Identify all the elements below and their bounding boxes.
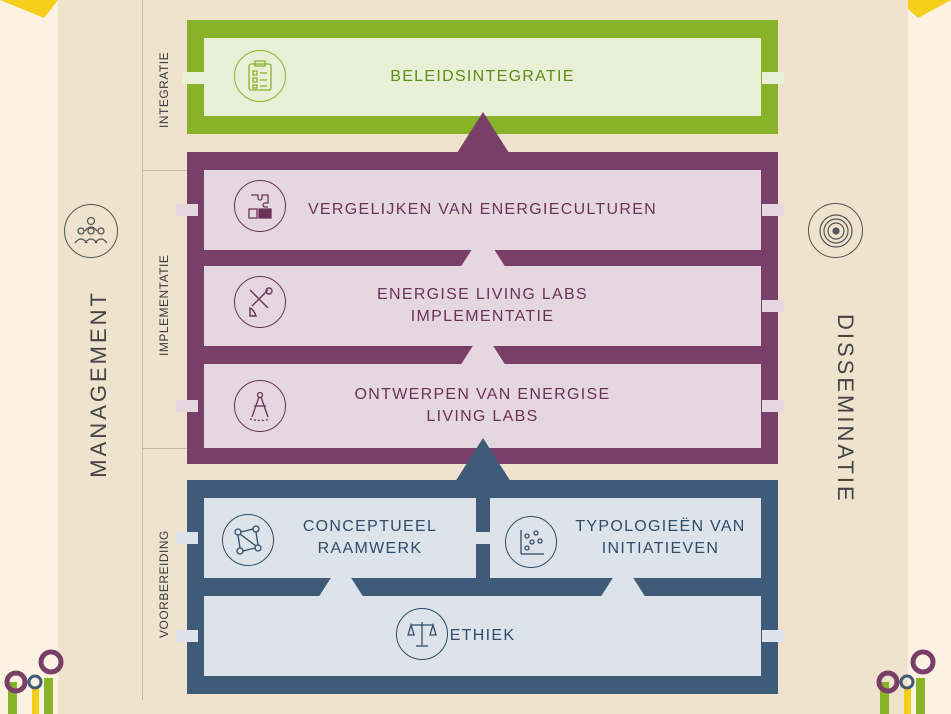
logo-icon	[876, 649, 936, 714]
network-icon	[222, 514, 274, 566]
box-ontwerpen: ONTWERPEN VAN ENERGISE LIVING LABS	[204, 364, 761, 448]
clipboard-checklist-icon	[234, 50, 286, 102]
scales-icon	[396, 608, 448, 660]
connector-tick	[762, 400, 784, 412]
box-label-line2: IMPLEMENTATIE	[410, 308, 555, 325]
stage-separator	[142, 170, 187, 171]
box-label: BELEIDSINTEGRATIE	[390, 68, 575, 85]
connector-tick	[473, 532, 493, 544]
stage-strip-divider	[142, 0, 143, 700]
connector-tick	[176, 532, 198, 544]
arrow-up-internal	[460, 232, 506, 268]
stage-label-implementatie: IMPLEMENTATIE	[157, 254, 171, 356]
logo-icon	[4, 649, 64, 714]
connector-tick	[762, 630, 784, 642]
scatter-icon	[505, 516, 557, 568]
arrow-up-internal	[460, 330, 506, 366]
stage-separator	[142, 448, 187, 449]
corner-accent-right	[898, 0, 951, 18]
stage-label-voorbereiding: VOORBEREIDING	[157, 530, 171, 638]
box-label-line2: RAAMWERK	[317, 540, 423, 557]
arrow-up-internal	[600, 562, 646, 598]
box-label: ETHIEK	[449, 627, 516, 644]
disseminatie-label: DISSEMINATIE	[833, 314, 858, 504]
tools-icon	[234, 276, 286, 328]
box-label-line1: TYPOLOGIEËN VAN	[575, 518, 746, 535]
box-label-line2: LIVING LABS	[426, 408, 539, 425]
arrow-up-internal	[318, 562, 364, 598]
connector-tick	[176, 630, 198, 642]
arrow-up-to-integration	[455, 112, 511, 156]
disc-icon	[808, 203, 863, 258]
management-label: MANAGEMENT	[86, 290, 111, 478]
connector-tick	[176, 400, 198, 412]
connector-tick	[182, 72, 204, 84]
box-label-line1: ONTWERPEN VAN ENERGISE	[354, 386, 611, 403]
connector-tick	[176, 204, 198, 216]
connector-tick	[762, 300, 784, 312]
connector-tick	[762, 72, 784, 84]
box-beleidsintegratie: BELEIDSINTEGRATIE	[204, 38, 761, 116]
box-label-line1: ENERGISE LIVING LABS	[377, 286, 588, 303]
box-label-line1: CONCEPTUEEL	[302, 518, 438, 535]
corner-accent-left	[0, 0, 58, 18]
arrow-up-to-implementation	[455, 438, 511, 482]
people-group-icon	[64, 204, 118, 258]
box-label-line2: INITIATIEVEN	[601, 540, 720, 557]
compass-icon	[234, 380, 286, 432]
connector-tick	[762, 204, 784, 216]
puzzle-icon	[234, 180, 286, 232]
box-ethiek: ETHIEK	[204, 596, 761, 676]
box-label: VERGELIJKEN VAN ENERGIECULTUREN	[307, 201, 658, 218]
stage-label-integratie: INTEGRATIE	[157, 51, 171, 129]
